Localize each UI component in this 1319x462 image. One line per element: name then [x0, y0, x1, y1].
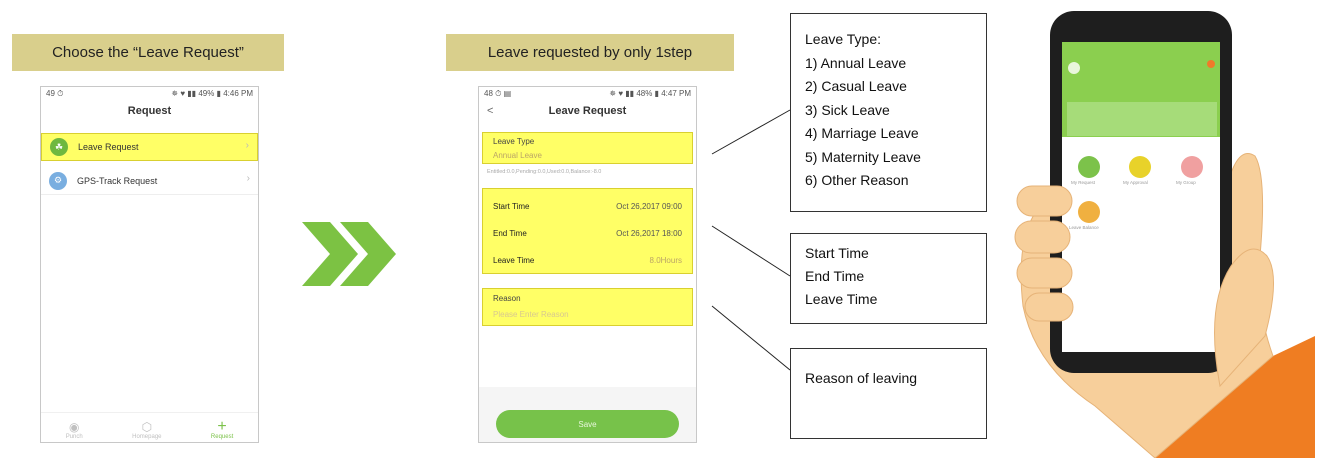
leaf-icon: ☘: [50, 138, 68, 156]
home-menu-label: My Approval: [1123, 180, 1148, 185]
sleeve-shape: [1155, 336, 1315, 458]
save-button[interactable]: Save: [496, 410, 679, 438]
hand-phone-illustration: [1014, 11, 1315, 458]
reason-field[interactable]: Reason Please Enter Reason: [482, 288, 693, 326]
leave-time-value: 8.0Hours: [649, 256, 682, 265]
reason-callout-text: Reason of leaving: [805, 370, 918, 386]
nav-request-label: Request: [210, 434, 234, 440]
leave-request-label: Leave Request: [78, 142, 139, 152]
my-request-icon: [1078, 156, 1100, 178]
leave-time-row: Leave Time 8.0Hours: [493, 256, 682, 265]
leave-type-field[interactable]: Leave Type Annual Leave: [482, 132, 693, 164]
leave-type-value: Annual Leave: [493, 151, 542, 160]
status-bar: 48 ⏱ ▤ ✵ ♥ ▮▮ 48% ▮ 4:47 PM: [479, 87, 696, 100]
leave-request-screen: 48 ⏱ ▤ ✵ ♥ ▮▮ 48% ▮ 4:47 PM < Leave Requ…: [478, 86, 697, 443]
start-time-value: Oct 26,2017 09:00: [616, 202, 682, 211]
step1-label-text: Choose the “Leave Request”: [52, 44, 244, 61]
time-fields: Start Time Oct 26,2017 09:00 End Time Oc…: [482, 188, 693, 274]
step1-label: Choose the “Leave Request”: [12, 34, 284, 71]
leave-type-option: 3) Sick Leave: [805, 101, 890, 118]
leave-balance-line: Entitled:0.0,Pending:0.0,Used:0.0,Balanc…: [487, 169, 602, 175]
leave-time-label: Leave Time: [493, 256, 535, 265]
arrow-chevron-1: [302, 222, 358, 286]
plus-icon: +: [217, 418, 227, 435]
time-callout-item: End Time: [805, 268, 865, 284]
chevron-right-icon: ›: [245, 140, 249, 151]
nav-request[interactable]: + Request: [210, 418, 234, 441]
start-time-row[interactable]: Start Time Oct 26,2017 09:00: [493, 202, 682, 211]
home-menu-label: My Group: [1176, 180, 1196, 185]
home-menu-label: Leave Balance: [1069, 225, 1099, 230]
start-time-label: Start Time: [493, 202, 530, 211]
leave-request-item[interactable]: ☘ Leave Request ›: [41, 133, 258, 161]
leave-type-option: 2) Casual Leave: [805, 78, 907, 94]
gps-track-request-label: GPS-Track Request: [77, 175, 158, 186]
status-left: 48 ⏱ ▤: [484, 88, 512, 98]
notification-icon: [1207, 60, 1215, 68]
reason-input[interactable]: Please Enter Reason: [493, 310, 569, 319]
leave-type-label: Leave Type: [493, 137, 535, 146]
connector-time: [711, 225, 791, 277]
end-time-row[interactable]: End Time Oct 26,2017 18:00: [493, 229, 682, 238]
finger-4: [1024, 292, 1074, 322]
step2-label-text: Leave requested by only 1step: [487, 44, 693, 61]
connector-leave-type: [711, 109, 791, 155]
chevron-right-icon: ›: [246, 173, 250, 184]
nav-punch[interactable]: ◉ Punch: [66, 420, 83, 440]
fingerprint-icon: ◉: [68, 420, 80, 434]
time-callout: Start Time End Time Leave Time: [790, 233, 987, 324]
thumb-shape: [1214, 248, 1274, 388]
finger-1: [1016, 185, 1073, 217]
nav-homepage[interactable]: ⬡ Homepage: [132, 420, 161, 440]
phone-header-city: [1067, 102, 1217, 136]
leave-type-option: 1) Annual Leave: [805, 54, 907, 71]
status-left: 49 ⏱: [46, 88, 64, 98]
chevron-arrows-icon: [302, 222, 396, 286]
time-callout-item: Leave Time: [805, 291, 878, 307]
avatar: [1068, 62, 1080, 74]
finger-3: [1016, 257, 1073, 289]
leave-type-option: 6) Other Reason: [805, 172, 909, 188]
status-right: ✵ ♥ ▮▮ 48% ▮ 4:47 PM: [609, 89, 691, 98]
my-group-icon: [1181, 156, 1203, 178]
home-icon: ⬡: [141, 420, 153, 434]
end-time-value: Oct 26,2017 18:00: [616, 229, 682, 238]
step2-label: Leave requested by only 1step: [446, 34, 734, 71]
gps-icon: ⚙: [49, 171, 67, 190]
gps-track-request-item[interactable]: ⚙ GPS-Track Request ›: [41, 167, 258, 195]
request-screen: 49 ⏱ ✵ ♥ ▮▮ 49% ▮ 4:46 PM Request ☘ Leav…: [40, 86, 259, 443]
leave-type-callout-title: Leave Type:: [805, 31, 882, 47]
arrow-chevron-2: [340, 222, 396, 286]
status-bar: 49 ⏱ ✵ ♥ ▮▮ 49% ▮ 4:46 PM: [41, 87, 258, 100]
status-right: ✵ ♥ ▮▮ 49% ▮ 4:46 PM: [171, 89, 253, 98]
leave-type-callout: Leave Type: 1) Annual Leave 2) Casual Le…: [790, 13, 987, 212]
leave-type-option: 5) Maternity Leave: [805, 148, 921, 165]
end-time-label: End Time: [493, 229, 527, 238]
leave-balance-icon: [1078, 201, 1100, 223]
page-title-text: Leave Request: [548, 105, 627, 117]
back-button[interactable]: <: [487, 105, 494, 117]
page-title: < Leave Request: [479, 100, 696, 124]
reason-callout: Reason of leaving: [790, 348, 987, 439]
my-approval-icon: [1129, 156, 1151, 178]
time-callout-item: Start Time: [805, 245, 869, 261]
bottom-nav: ◉ Punch ⬡ Homepage + Request: [41, 412, 258, 442]
home-menu-label: My Request: [1071, 180, 1096, 185]
page-title: Request: [127, 105, 172, 117]
nav-punch-label: Punch: [65, 434, 83, 440]
connector-reason: [711, 305, 791, 371]
reason-label: Reason: [493, 294, 521, 303]
leave-type-option: 4) Marriage Leave: [805, 125, 919, 141]
finger-2: [1014, 220, 1071, 254]
nav-homepage-label: Homepage: [132, 434, 162, 440]
